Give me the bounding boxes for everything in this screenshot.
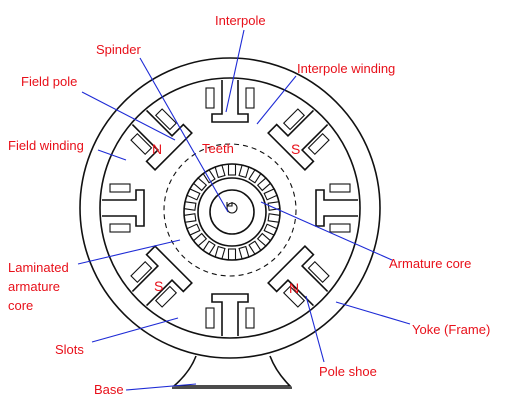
label-teeth: Teeth (202, 141, 234, 156)
leader-field-pole (81, 91, 176, 141)
label-laminated-line2: armature (8, 279, 60, 294)
leader-armature-core (260, 201, 393, 261)
armature-slot (227, 163, 237, 176)
armature-slot (256, 232, 272, 247)
base (171, 355, 292, 387)
armature-inner (197, 177, 267, 247)
armature-slot (214, 245, 226, 260)
field-pole (267, 245, 330, 308)
pole-letter-n-top-left: N (152, 141, 162, 157)
leader-field-winding (97, 149, 127, 161)
armature-slot (186, 223, 201, 236)
armature-teeth (183, 163, 281, 261)
yoke-outer (79, 57, 381, 359)
label-pole-shoe: Pole shoe (319, 364, 377, 379)
interpole (205, 293, 255, 336)
leader-laminated (77, 239, 181, 265)
armature-slot (227, 248, 237, 261)
armature-slot (202, 240, 216, 256)
armature-slot (183, 213, 197, 223)
label-spinder: Spinder (96, 42, 141, 57)
shaft (209, 189, 255, 235)
armature-slot (248, 240, 262, 256)
label-interpole-winding: Interpole winding (297, 61, 395, 76)
armature-slot (202, 168, 216, 184)
armature-slot (263, 188, 278, 201)
label-slots: Slots (55, 342, 84, 357)
leader-interpole-winding (256, 75, 297, 125)
shaft-keyway (226, 202, 233, 207)
leader-interpole (225, 29, 245, 113)
leader-yoke (335, 301, 411, 325)
armature-slot (238, 164, 250, 179)
label-interpole: Interpole (215, 13, 266, 28)
pole-letter-n-bottom-right: N (289, 280, 299, 296)
label-laminated-line1: Laminated (8, 260, 69, 275)
armature-slot (192, 177, 208, 192)
field-pole (130, 108, 193, 171)
pole-letter-s-bottom-left: S (154, 278, 163, 294)
armature-slot (256, 177, 272, 192)
interpole (205, 80, 255, 123)
label-laminated-line3: core (8, 298, 33, 313)
armature-slot (267, 201, 281, 211)
armature-slot (183, 201, 197, 211)
armature-slot (263, 223, 278, 236)
armature-slot (248, 168, 262, 184)
leader-base (125, 383, 197, 391)
leader-pole-shoe (305, 295, 325, 363)
label-field-pole: Field pole (21, 74, 77, 89)
label-base: Base (94, 382, 124, 397)
armature-slot (186, 188, 201, 201)
armature-slot (192, 232, 208, 247)
label-armature-core: Armature core (389, 256, 471, 271)
poles (102, 80, 358, 336)
shaft-key-hole (226, 202, 238, 214)
armature-dashed-outline (163, 143, 297, 277)
interpole (102, 183, 145, 233)
field-pole (130, 245, 193, 308)
armature-slot (214, 164, 226, 179)
field-pole (267, 108, 330, 171)
interpole (315, 183, 358, 233)
label-yoke: Yoke (Frame) (412, 322, 490, 337)
yoke-inner (99, 77, 361, 339)
pole-letter-s-top-right: S (291, 141, 300, 157)
leader-slots (91, 317, 179, 343)
leader-spinder (139, 57, 229, 213)
armature-slot (238, 245, 250, 260)
armature-slot (267, 213, 281, 223)
label-field-winding: Field winding (8, 138, 84, 153)
